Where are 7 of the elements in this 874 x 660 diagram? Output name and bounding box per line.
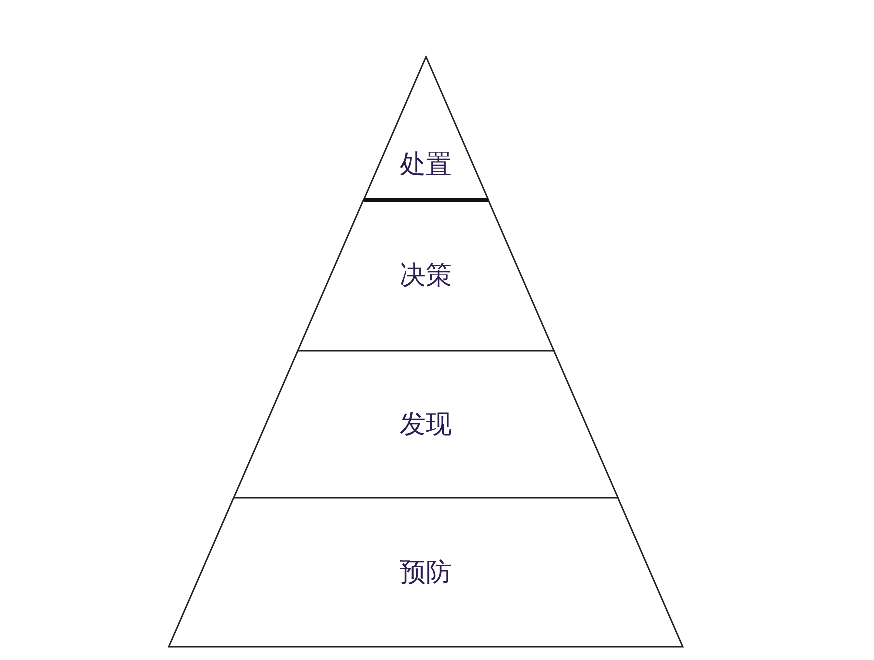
pyramid-layer <box>169 498 683 647</box>
layer-label: 预防 <box>400 560 452 586</box>
layer-label: 决策 <box>400 262 452 288</box>
layer-label: 发现 <box>400 412 452 438</box>
pyramid-layer <box>234 351 618 498</box>
pyramid-layer <box>364 57 488 200</box>
layer-label: 处置 <box>400 152 452 178</box>
